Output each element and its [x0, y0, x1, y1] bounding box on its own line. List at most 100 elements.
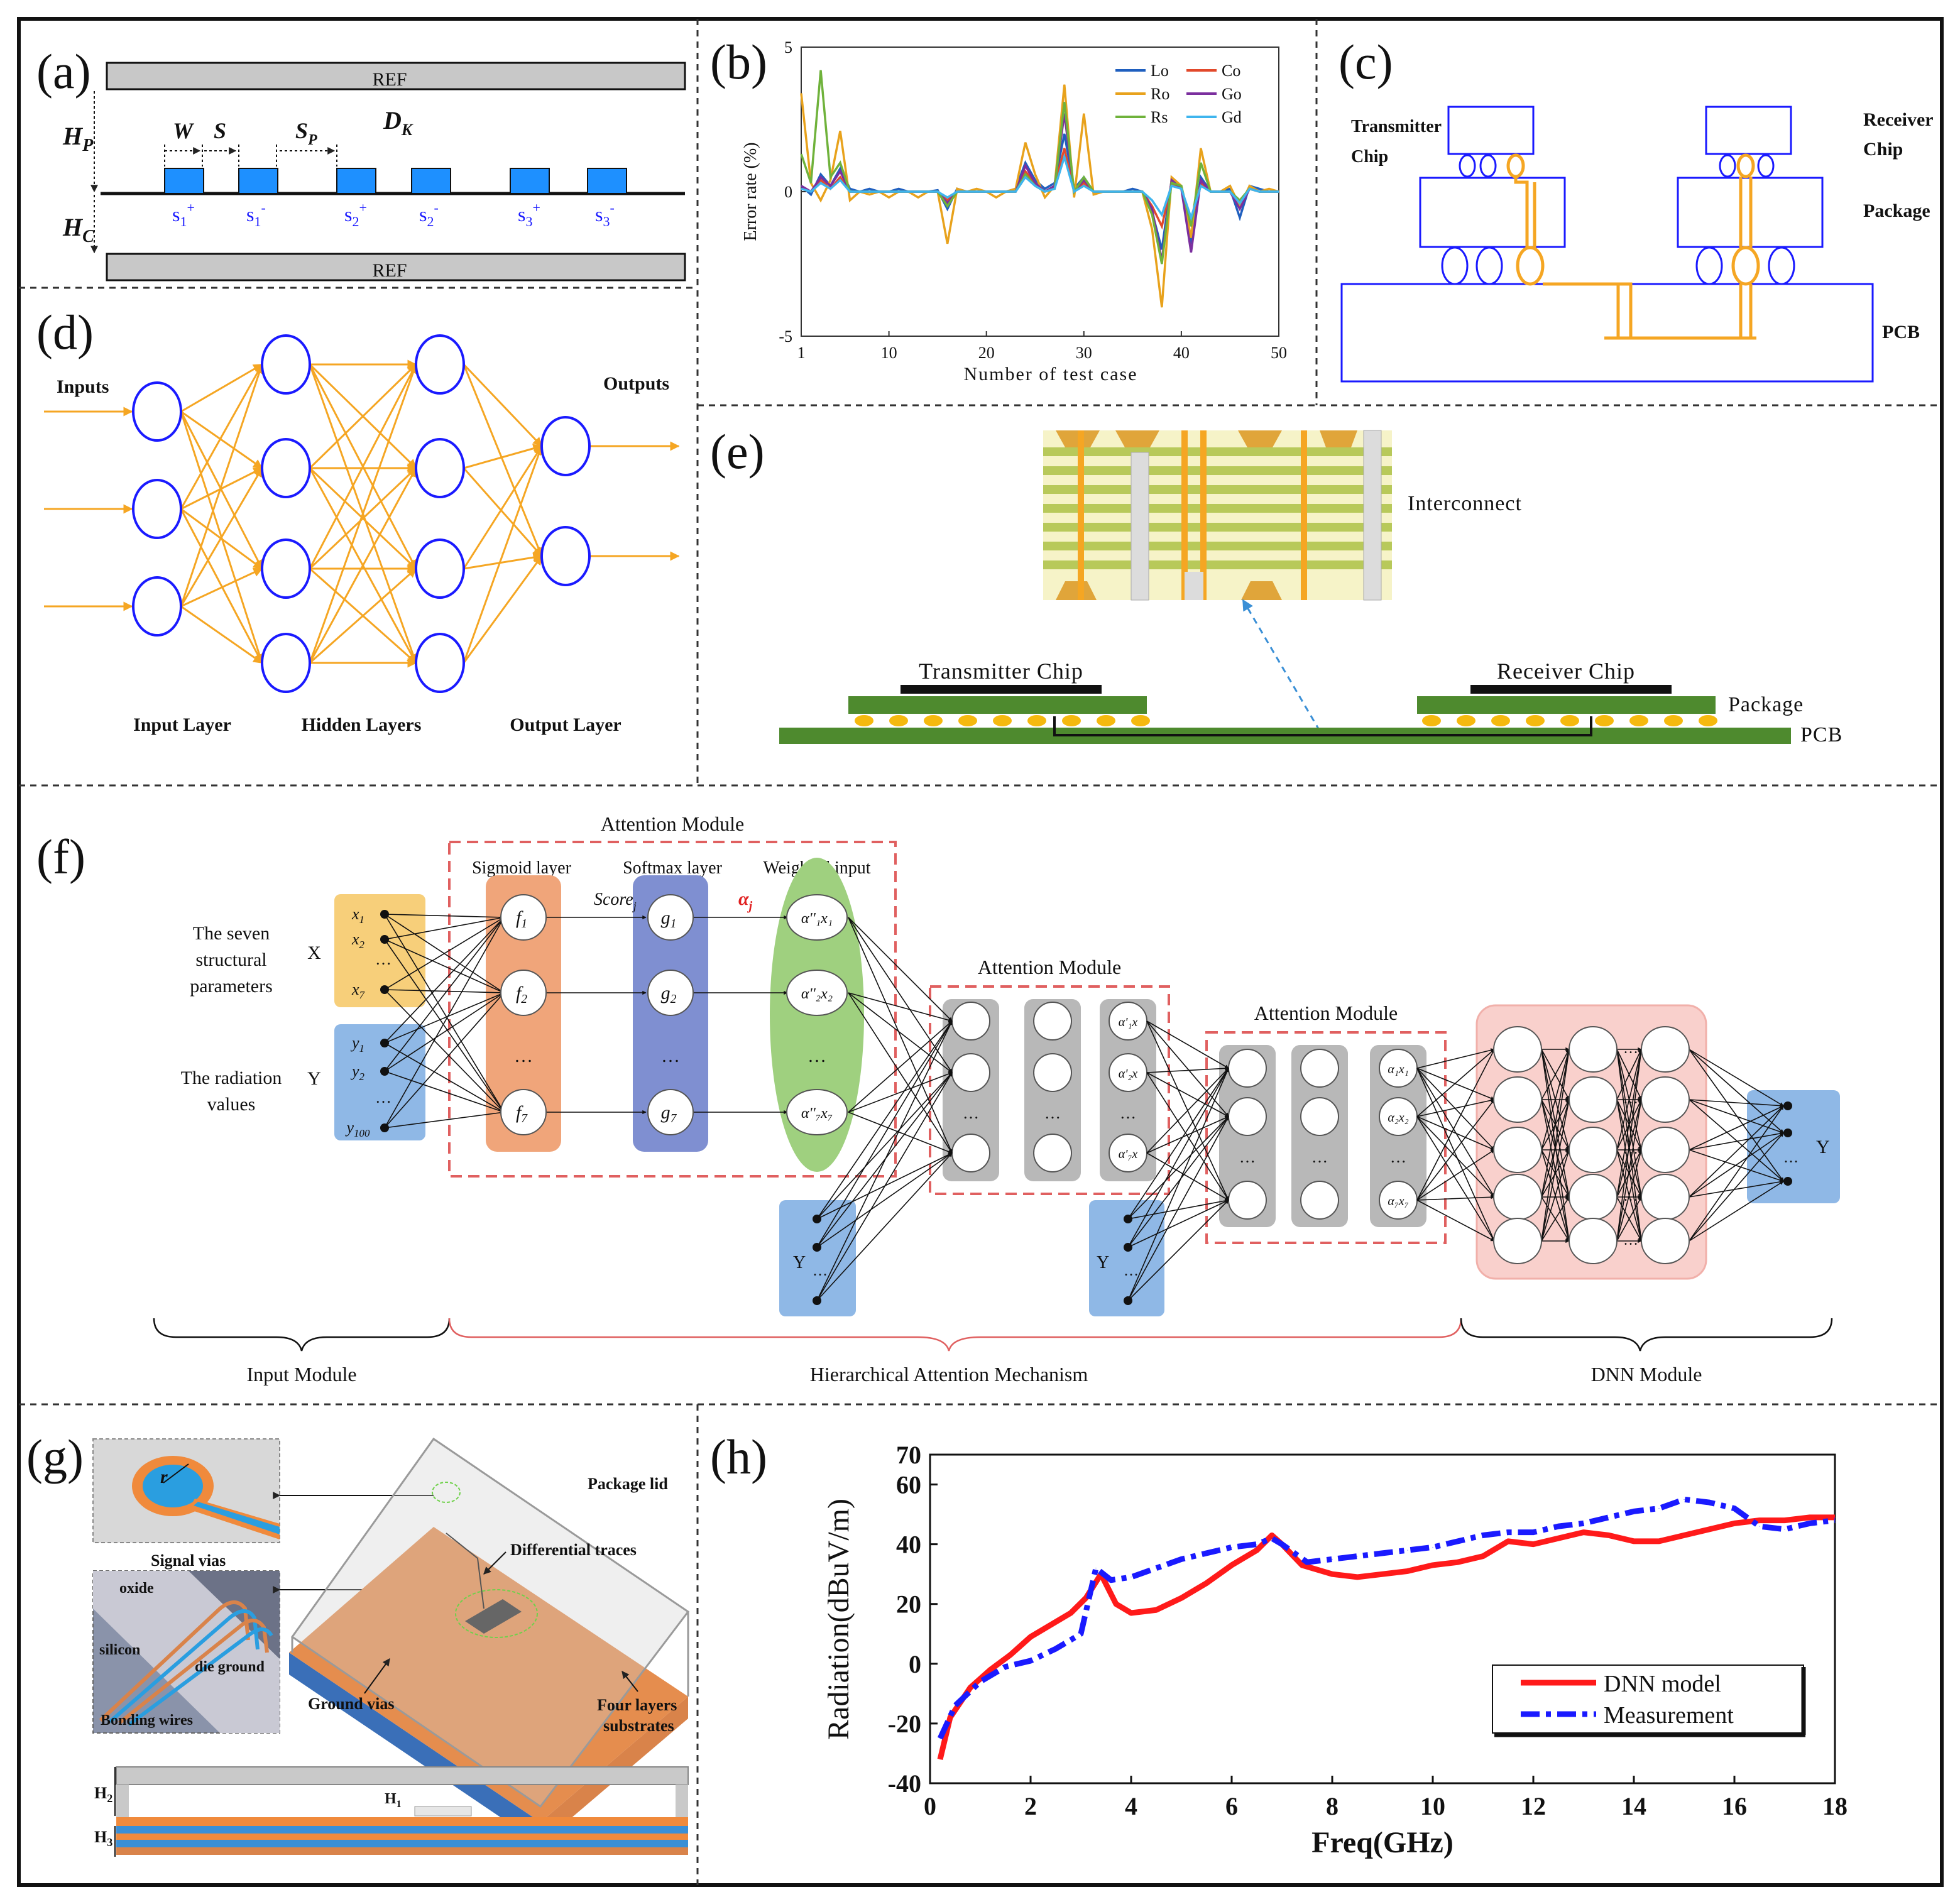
input-connection	[384, 992, 505, 1072]
input-connection	[384, 917, 505, 990]
trace-group: s1+s1-s2+s2-s3+s3-	[164, 168, 627, 229]
output-ellipsis: …	[1783, 1150, 1798, 1166]
column-ellipsis: …	[661, 1046, 680, 1066]
weighted-node-3	[786, 1089, 848, 1135]
data-point-gd	[1200, 185, 1202, 187]
y-tick-label: 0	[909, 1650, 921, 1678]
input-module-label: Input Module	[246, 1363, 356, 1386]
input-connection	[384, 1071, 505, 1113]
y-ellipsis: …	[375, 1088, 391, 1107]
output-dot	[1783, 1177, 1792, 1186]
sigmoid-node-3	[500, 1089, 547, 1135]
column-ellipsis: …	[1124, 1263, 1139, 1279]
connection	[1416, 1195, 1495, 1201]
panel-h-label: (h)	[710, 1429, 767, 1484]
edge	[463, 445, 543, 569]
x-tick-label: 1	[797, 344, 806, 362]
data-point-measurement	[1005, 1666, 1006, 1668]
trace-label-5: s3+	[518, 200, 540, 229]
data-point-gd	[1171, 185, 1172, 187]
y-tick-label: 60	[896, 1471, 921, 1499]
data-point-rs	[947, 205, 948, 207]
receiver-label-2: Chip	[1863, 139, 1903, 160]
data-point-ro	[1093, 194, 1094, 195]
connection	[1416, 1068, 1495, 1100]
edge	[180, 411, 263, 570]
data-point-rs	[1025, 173, 1026, 175]
dk-label: DK	[383, 106, 413, 139]
legend-dnn-model: DNN model	[1604, 1671, 1721, 1697]
ref-bottom-label: REF	[372, 260, 407, 281]
w-label: W	[173, 118, 195, 143]
h3-label: H3	[94, 1828, 112, 1849]
input-connection	[384, 914, 505, 1113]
solder-ball	[1062, 715, 1081, 726]
x-tick-label: 0	[924, 1792, 936, 1820]
edge	[180, 605, 263, 664]
oxide-label: oxide	[119, 1580, 154, 1597]
y-tick-label: -40	[888, 1769, 921, 1798]
pcb-board	[1340, 283, 1874, 383]
input-connection	[384, 917, 505, 1129]
connection	[1689, 1105, 1784, 1150]
softmax-node-3	[647, 1089, 694, 1135]
neuron-layer-2	[261, 538, 311, 599]
data-point-ro	[947, 243, 948, 244]
dnn-node	[1493, 1026, 1542, 1073]
data-point-rs	[1083, 177, 1085, 178]
edge	[180, 567, 263, 608]
trace-label-1: s1+	[172, 200, 195, 229]
package-label: Package	[1863, 200, 1930, 221]
chart-b-xlabel: Number of test case	[963, 364, 1137, 385]
column-ellipsis: …	[1239, 1148, 1256, 1166]
dnn-ellipsis: …	[1623, 1091, 1638, 1107]
data-point-dnn-model	[1271, 1534, 1273, 1536]
panel-b: (b) Error rate (%) Number of test case 1…	[710, 35, 1287, 385]
connection	[1616, 1049, 1643, 1242]
ground-vias-label: Ground vias	[308, 1695, 395, 1713]
attention-2-node	[1033, 1002, 1072, 1041]
connection	[816, 1020, 953, 1301]
trace-5	[510, 168, 550, 194]
neuron-layer-1	[132, 479, 182, 539]
transmitter-chip-label: Transmitter Chip	[919, 659, 1083, 684]
dnn-ellipsis: …	[1623, 1232, 1638, 1249]
x-tick-label: 2	[1024, 1792, 1037, 1820]
data-point-dnn-model	[1558, 1538, 1559, 1539]
connection	[848, 1112, 953, 1154]
data-point-co	[1161, 226, 1163, 227]
four-layers-label: Four layers	[597, 1696, 677, 1714]
data-point-gd	[1025, 177, 1026, 178]
edge	[463, 445, 544, 664]
x-tick-label: 50	[1271, 344, 1287, 362]
y-input-2: y2	[350, 1062, 365, 1083]
chart-b-series	[800, 70, 1279, 308]
data-point-ro	[1044, 197, 1046, 198]
attention-2-node	[951, 1053, 990, 1092]
panel-b-label: (b)	[710, 35, 767, 89]
connection	[1689, 1049, 1784, 1107]
pcb-label-e: PCB	[1800, 723, 1842, 746]
y-output-label: Y	[1816, 1137, 1830, 1157]
x-tick-label: 12	[1521, 1792, 1546, 1820]
trace-label-6: s3-	[595, 200, 615, 229]
data-point-co	[840, 177, 841, 178]
connection	[1616, 1049, 1643, 1198]
attention-module-2-title: Attention Module	[978, 956, 1121, 978]
column-ellipsis: …	[963, 1104, 979, 1122]
connection	[848, 1020, 953, 1113]
data-point-ro	[1025, 142, 1026, 143]
connection	[1146, 1116, 1229, 1154]
x-tick-label: 40	[1173, 344, 1190, 362]
interconnect-stack	[1043, 430, 1392, 601]
panel-g: (g) r Signal vias oxide silicon die grou…	[26, 1429, 690, 1857]
y-tick-label: -5	[779, 327, 792, 346]
neuron-layer-3	[415, 438, 465, 498]
edge	[180, 363, 263, 413]
neuron-layer-2	[261, 334, 311, 395]
transmitter-label-2: Chip	[1351, 147, 1388, 167]
attention-module-1-box	[448, 841, 897, 1178]
